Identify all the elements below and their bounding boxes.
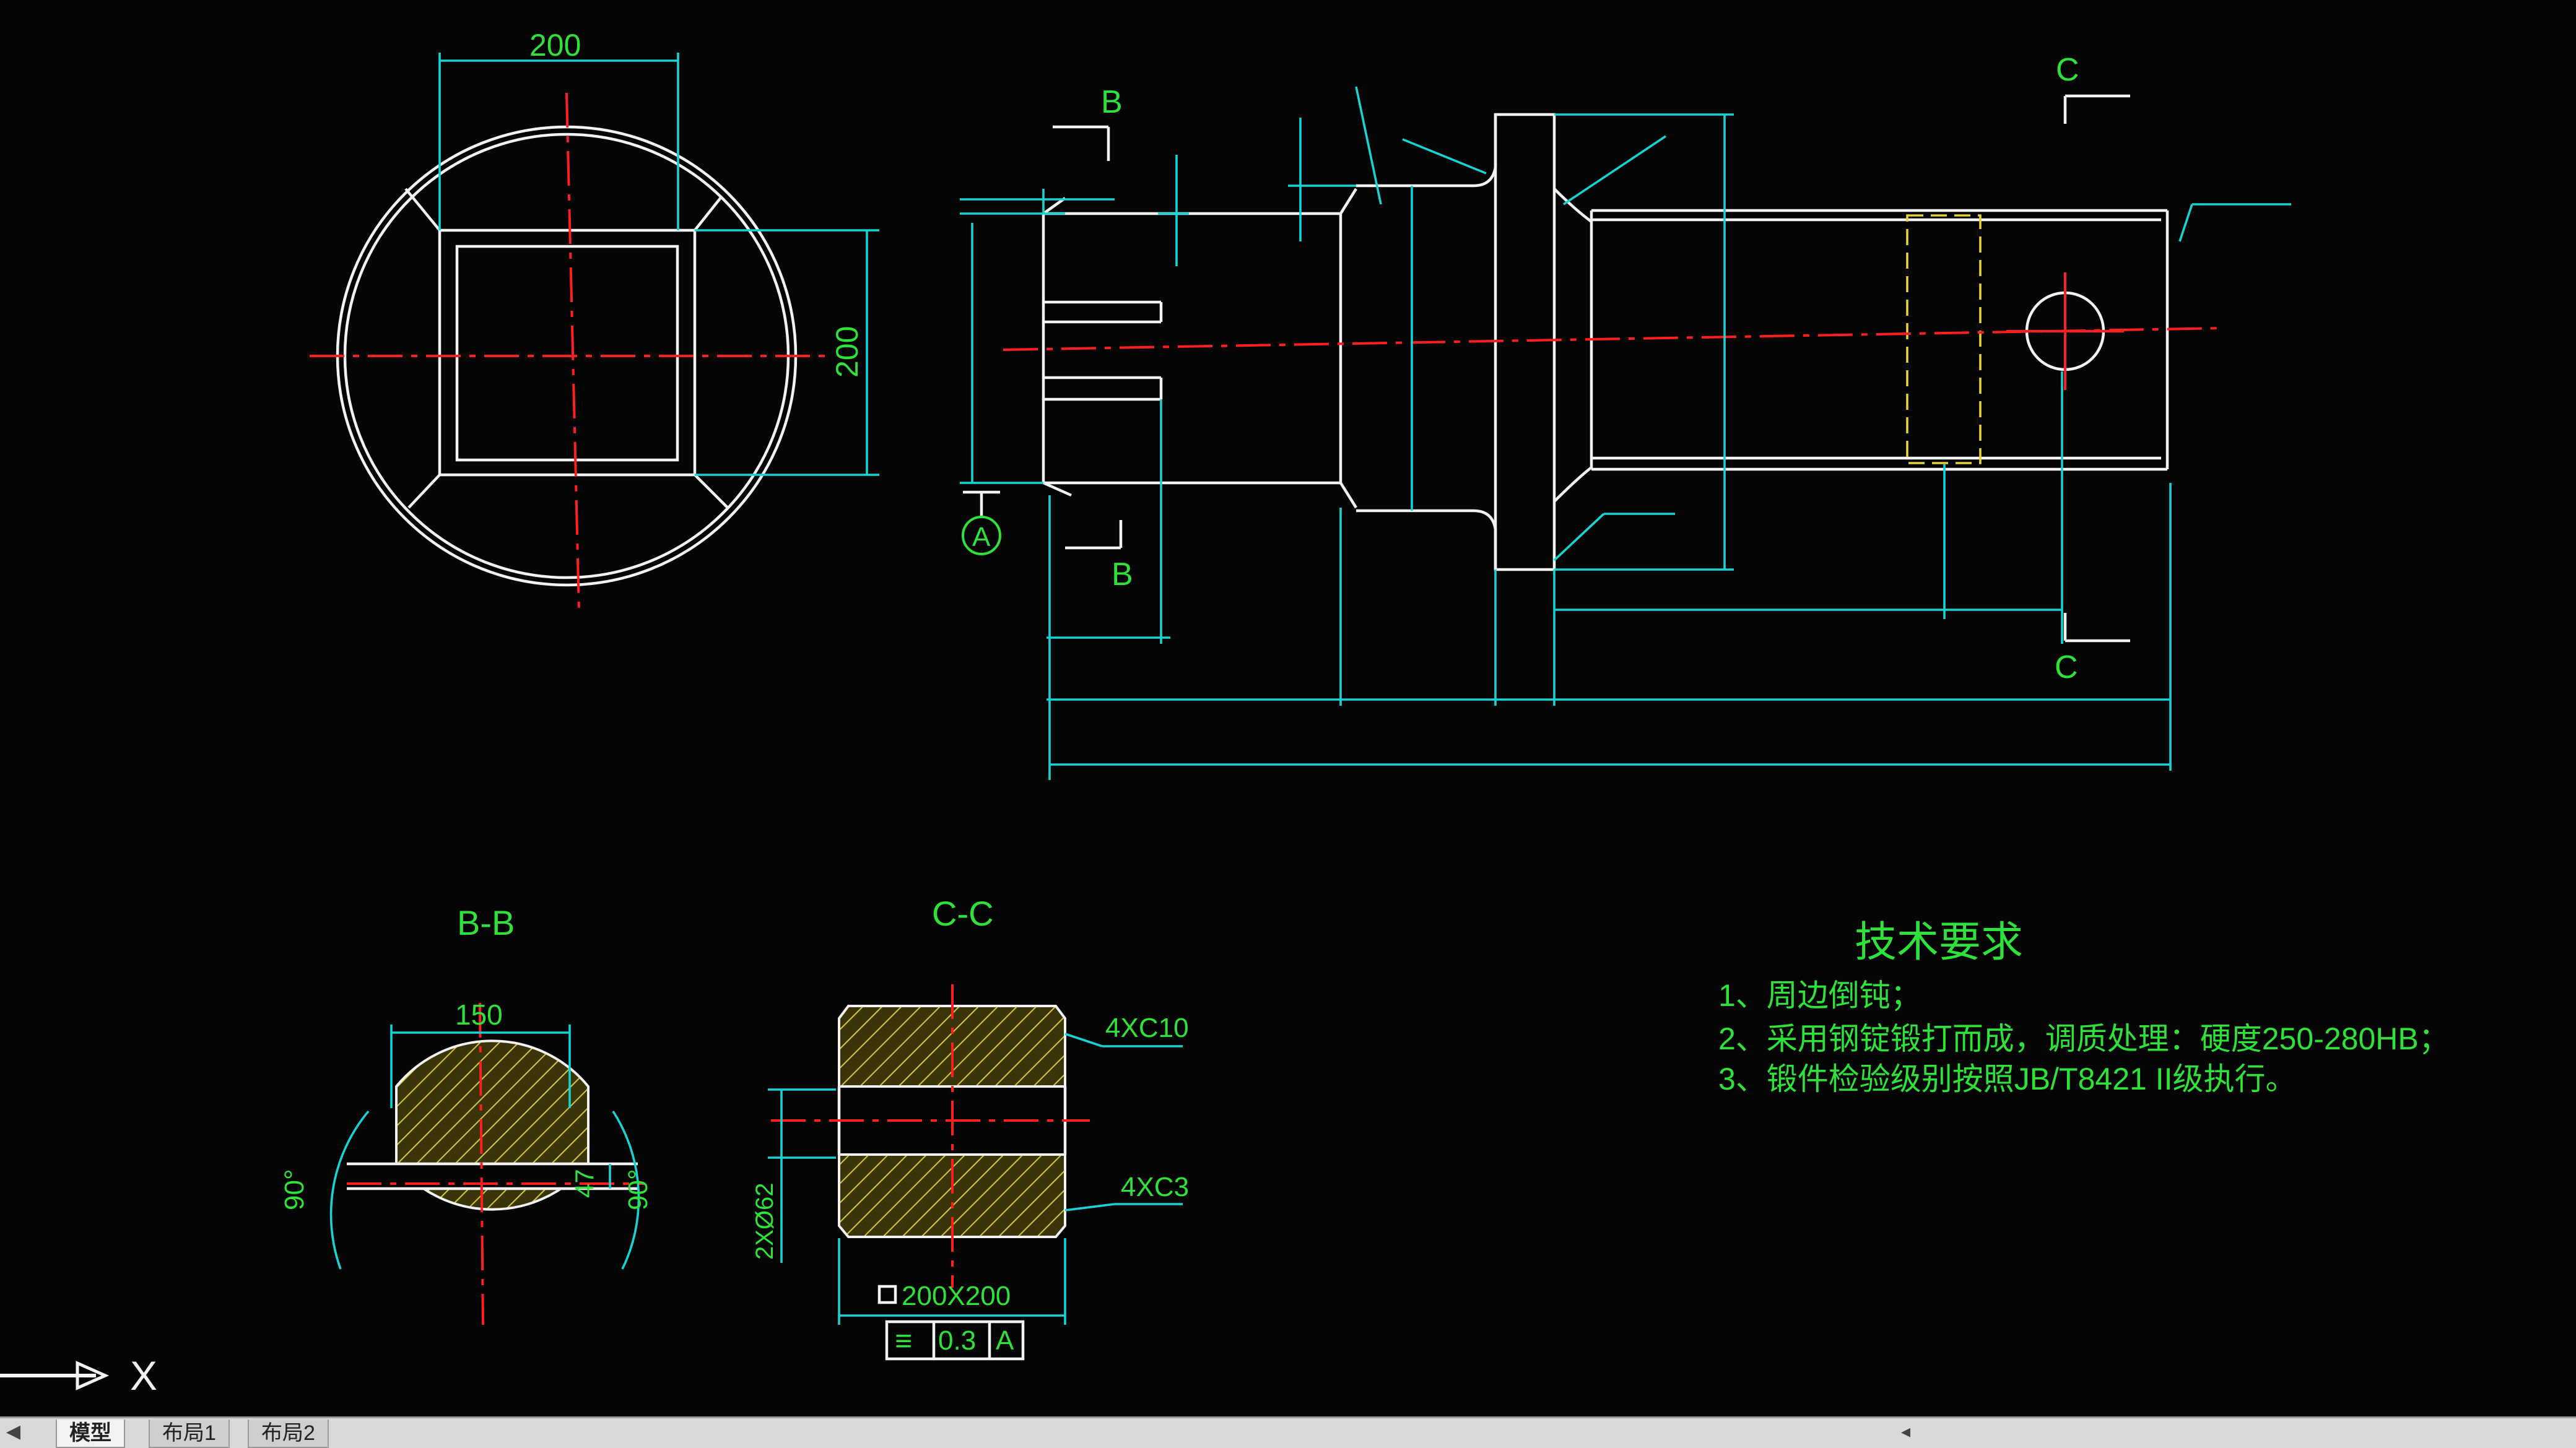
dim-200x200: 200X200 [902,1281,1011,1311]
tolerance-datum: A [996,1325,1014,1356]
section-mark-c-top: C [2056,52,2079,88]
section-mark-c-bottom: C [2055,649,2078,685]
dim-2xphi62: 2XØ62 [751,1182,778,1260]
section-mark-b-top: B [1101,84,1123,120]
tab-model[interactable]: 模型 [56,1420,125,1448]
dim-47: 47 [570,1169,599,1198]
tolerance-value: 0.3 [938,1325,976,1356]
section-cc [768,984,1183,1361]
tab-nav-prev-icon[interactable]: ◀ [6,1421,21,1442]
cad-drawing-area[interactable]: 200 200 [0,0,2576,1416]
notes-item-2: 2、采用钢锭锻打而成，调质处理：硬度250-280HB； [1718,1021,2450,1056]
dim-angle-right: 90° [623,1169,653,1210]
notes-title: 技术要求 [1855,919,2023,966]
section-cc-title: C-C [932,894,994,933]
dim-4xc10-section: 4XC10 [1105,1013,1189,1043]
end-view [310,53,879,610]
tab-layout1[interactable]: 布局1 [149,1420,230,1448]
section-bb-title: B-B [457,903,515,942]
dim-150: 150 [455,999,503,1031]
dim-200-right: 200 [830,326,864,378]
notes-item-1: 1、周边倒钝； [1718,978,1921,1013]
ucs-arrow-icon [0,1361,110,1390]
ucs-x-label: X [130,1353,157,1398]
front-view [1003,113,2224,571]
dim-angle-left: 90° [279,1169,310,1210]
front-view-dimensions [960,86,2291,780]
notes-item-3: 3、锻件检验级别按照JB/T8421 II级执行。 [1718,1062,2297,1096]
layout-tab-bar: ◀ 模型 布局1 布局2 ◂ [0,1416,2576,1448]
tab-layout2[interactable]: 布局2 [248,1420,329,1448]
dim-4xc3: 4XC3 [1121,1172,1189,1202]
section-bb [329,1002,644,1325]
scroll-left-icon[interactable]: ◂ [1901,1421,1911,1442]
dim-200-top: 200 [529,28,581,63]
section-mark-b-bottom: B [1112,557,1133,592]
datum-label-a: A [972,522,991,552]
tolerance-symbol: ≡ [895,1325,912,1358]
